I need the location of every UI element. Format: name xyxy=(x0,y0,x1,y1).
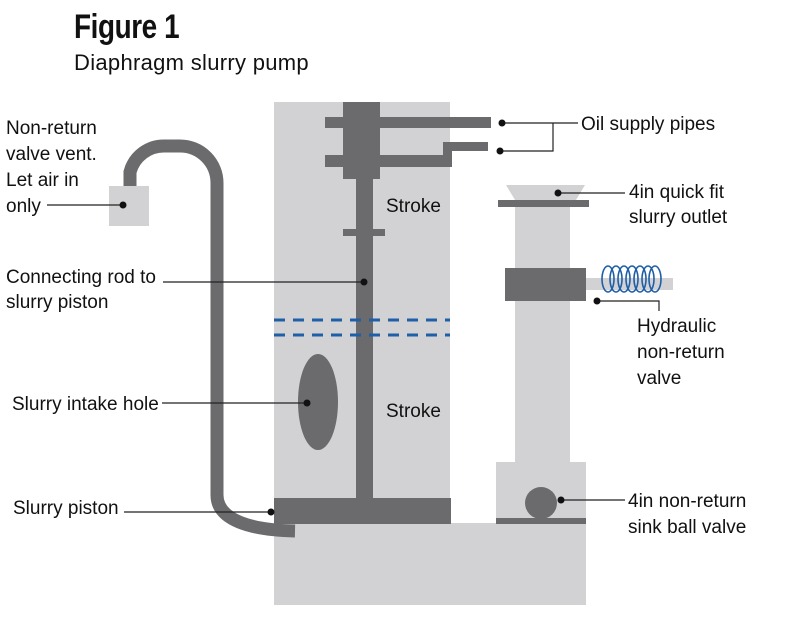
stroke-label-upper: Stroke xyxy=(386,196,441,217)
label-ball-valve: 4in non-return sink ball valve xyxy=(628,491,746,538)
label-rod-line-1: Connecting rod to xyxy=(6,267,156,288)
leader-dots xyxy=(119,119,601,516)
label-slurry-piston: Slurry piston xyxy=(13,498,119,519)
label-outlet-line-2: slurry outlet xyxy=(629,207,728,228)
spring-coil-icon xyxy=(601,265,662,293)
label-hydraulic-valve: Hydraulic non-return valve xyxy=(637,316,725,389)
label-vent-line-2: valve vent. xyxy=(6,144,97,165)
slurry-intake-hole xyxy=(298,354,338,450)
stroke-label-lower: Stroke xyxy=(386,401,441,422)
vent-pipe xyxy=(123,139,296,538)
label-vent-line-1: Non-return xyxy=(6,118,97,139)
vent-valve-box xyxy=(109,186,149,226)
figure-subtitle: Diaphragm slurry pump xyxy=(74,50,309,75)
figure-title: Figure 1 xyxy=(74,8,180,46)
outlet-funnel xyxy=(506,185,585,200)
outlet-flange xyxy=(498,200,589,207)
dot-vent xyxy=(119,201,127,209)
label-ball-line-1: 4in non-return xyxy=(628,491,746,512)
label-outlet: 4in quick fit slurry outlet xyxy=(629,182,728,228)
label-hydraulic-line-2: non-return xyxy=(637,342,725,363)
dot-ball xyxy=(557,496,565,504)
dot-outlet xyxy=(554,189,562,197)
label-oil-supply: Oil supply pipes xyxy=(581,114,715,135)
rod-crossbar xyxy=(343,229,385,236)
connecting-rod xyxy=(356,178,373,500)
sink-ball xyxy=(525,487,557,519)
label-vent-line-3: Let air in xyxy=(6,170,79,191)
dot-intake xyxy=(303,399,311,407)
label-connecting-rod: Connecting rod to slurry piston xyxy=(6,267,156,313)
ball-valve-seat xyxy=(496,518,586,524)
leader-hydraulic xyxy=(598,300,660,311)
rod-head-block xyxy=(343,102,380,179)
pump-base xyxy=(274,523,586,605)
oil-pipe-upper xyxy=(325,117,491,128)
slurry-piston xyxy=(274,498,451,524)
leader-lines xyxy=(47,122,660,513)
label-hydraulic-line-1: Hydraulic xyxy=(637,316,716,337)
dot-oil-upper xyxy=(498,119,506,127)
label-ball-line-2: sink ball valve xyxy=(628,517,746,538)
label-rod-line-2: slurry piston xyxy=(6,292,108,313)
leader-oil xyxy=(501,122,578,152)
label-vent: Non-return valve vent. Let air in only xyxy=(6,118,97,217)
dot-hydraulic xyxy=(593,297,601,305)
outlet-column xyxy=(515,205,570,465)
label-hydraulic-line-3: valve xyxy=(637,368,681,389)
dot-piston xyxy=(267,508,275,516)
hydraulic-valve-block xyxy=(505,268,586,301)
dot-rod xyxy=(360,278,368,286)
label-outlet-line-1: 4in quick fit xyxy=(629,182,725,203)
label-vent-line-4: only xyxy=(6,196,41,217)
dot-oil-lower xyxy=(496,147,504,155)
label-intake-hole: Slurry intake hole xyxy=(12,394,159,415)
